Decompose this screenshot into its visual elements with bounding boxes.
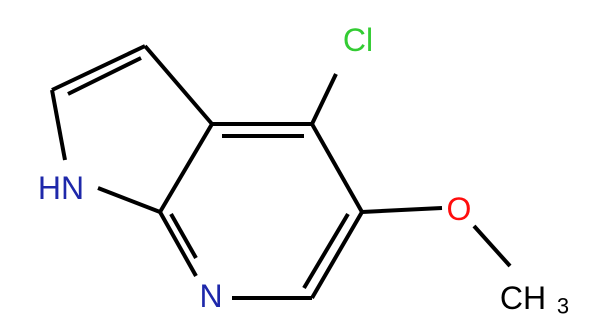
bond-group xyxy=(50,44,512,300)
bond-c3a-c7a xyxy=(158,122,214,214)
bond-n1-c2 xyxy=(50,89,67,161)
bond-n7-c7a-inner xyxy=(169,213,198,259)
bond-c4-cl xyxy=(310,73,338,125)
bond-o-ch3 xyxy=(472,224,512,268)
bond-c5-c6 xyxy=(310,210,364,300)
bond-c5-c6-inner xyxy=(302,212,350,290)
chlorine-label: Cl xyxy=(343,22,373,58)
oxygen-label: O xyxy=(447,191,472,227)
bond-c7a-n1 xyxy=(97,186,161,214)
bond-c5-o xyxy=(361,206,443,214)
bond-n7-c7a xyxy=(158,211,198,277)
bond-c3-c3a xyxy=(143,44,214,126)
bond-c2-c3 xyxy=(51,44,146,92)
pyridine-n-label: N xyxy=(199,278,222,314)
bond-c2-c3-inner xyxy=(67,56,142,96)
methyl-subscript: 3 xyxy=(557,294,569,319)
nh-label: HN xyxy=(38,170,84,206)
methyl-label: CH xyxy=(500,280,546,316)
bond-c4-c5 xyxy=(310,123,364,213)
